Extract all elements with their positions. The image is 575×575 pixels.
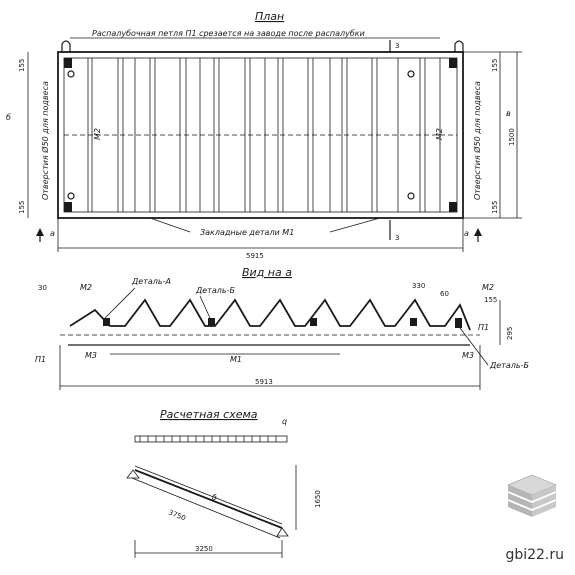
calc-load: q <box>282 417 287 426</box>
plan-m2-label-left: М2 <box>93 128 102 140</box>
view-arrow-right: а <box>464 228 482 242</box>
hole-top-right <box>407 70 415 78</box>
side-view-profile <box>69 298 471 331</box>
plan-hole-label-right: Отверстия Ø50 для подвеса <box>472 81 482 200</box>
lifting-loop-right <box>454 40 464 52</box>
plan-edge-dim-bottom-left: 155 <box>18 201 26 214</box>
plan-edge-dim-bottom-right: 155 <box>491 201 499 214</box>
calc-mark: δ <box>212 493 217 502</box>
hole-bottom-right <box>407 192 415 200</box>
side-dim-left-small: 30 <box>38 284 47 292</box>
plan-edge-dim-top-left: 155 <box>18 59 26 72</box>
plan-note: Распалубочная петля П1 срезается на заво… <box>92 29 365 38</box>
side-view: Вид на а Деталь-А Деталь-Б Деталь-Б М2 М… <box>35 266 529 390</box>
hole-bottom-left <box>67 192 75 200</box>
view-arrow-left: а <box>36 228 55 242</box>
side-view-title: Вид на а <box>242 266 292 279</box>
stack-logo-icon <box>507 474 557 517</box>
side-dim-angle: 60 <box>440 290 449 298</box>
side-m3-left: М3 <box>85 351 97 360</box>
section-mark-top: 3 <box>395 42 399 50</box>
calc-dim-span: 3250 <box>195 545 213 553</box>
calc-scheme: Расчетная схема q δ 3750 1650 3250 <box>126 408 322 558</box>
side-p1-right: П1 <box>478 323 489 332</box>
side-m1-label: М1 <box>230 355 242 364</box>
plan-axis-left: а <box>50 229 55 238</box>
side-detail-a: Деталь-А <box>131 277 171 286</box>
plan-width-dim: 1500 <box>508 128 516 146</box>
plan-slab-outline <box>57 51 464 219</box>
calc-beam <box>134 469 283 529</box>
side-detail-b-right: Деталь-Б <box>489 361 529 370</box>
side-dim-top: 330 <box>412 282 425 290</box>
plan-m2-label-right: М2 <box>435 128 444 140</box>
plan-edge-dim-top-right: 155 <box>491 59 499 72</box>
plan-axis-right: а <box>464 229 469 238</box>
side-m3-right: М3 <box>462 351 474 360</box>
plan-hole-label-left: Отверстия Ø50 для подвеса <box>40 81 50 200</box>
embedded-part-bottom-right <box>449 202 457 212</box>
embedded-part-top-right <box>449 58 457 68</box>
calc-load-bar <box>134 435 288 443</box>
site-watermark: gbi22.ru <box>486 467 568 567</box>
plan-length-dim: 5915 <box>246 252 264 260</box>
side-dim-right-small: 155 <box>484 296 497 304</box>
calc-dim-slope: 3750 <box>167 508 187 522</box>
side-detail-b: Деталь-Б <box>195 286 235 295</box>
section-mark-bottom: 3 <box>395 234 399 242</box>
calc-dim-height: 1650 <box>314 490 322 508</box>
calc-title: Расчетная схема <box>160 408 258 421</box>
plan-title: План <box>255 10 284 23</box>
embedded-part-bottom-left <box>64 202 72 212</box>
plan-embedded-parts-label: Закладные детали М1 <box>200 228 294 237</box>
hole-top-left <box>67 70 75 78</box>
plan-view: План Распалубочная петля П1 срезается на… <box>6 10 522 260</box>
plan-axis-b-left: б <box>6 113 11 122</box>
lifting-loop-left <box>61 40 71 52</box>
side-dim-height: 295 <box>506 327 514 340</box>
side-p1-left: П1 <box>35 355 46 364</box>
plan-axis-b-right: в <box>506 109 511 118</box>
side-m2-left: М2 <box>80 283 92 292</box>
embedded-part-top-left <box>64 58 72 68</box>
side-length-dim: 5913 <box>255 378 273 386</box>
side-m2-right: М2 <box>482 283 494 292</box>
watermark-text: gbi22.ru <box>505 547 564 563</box>
